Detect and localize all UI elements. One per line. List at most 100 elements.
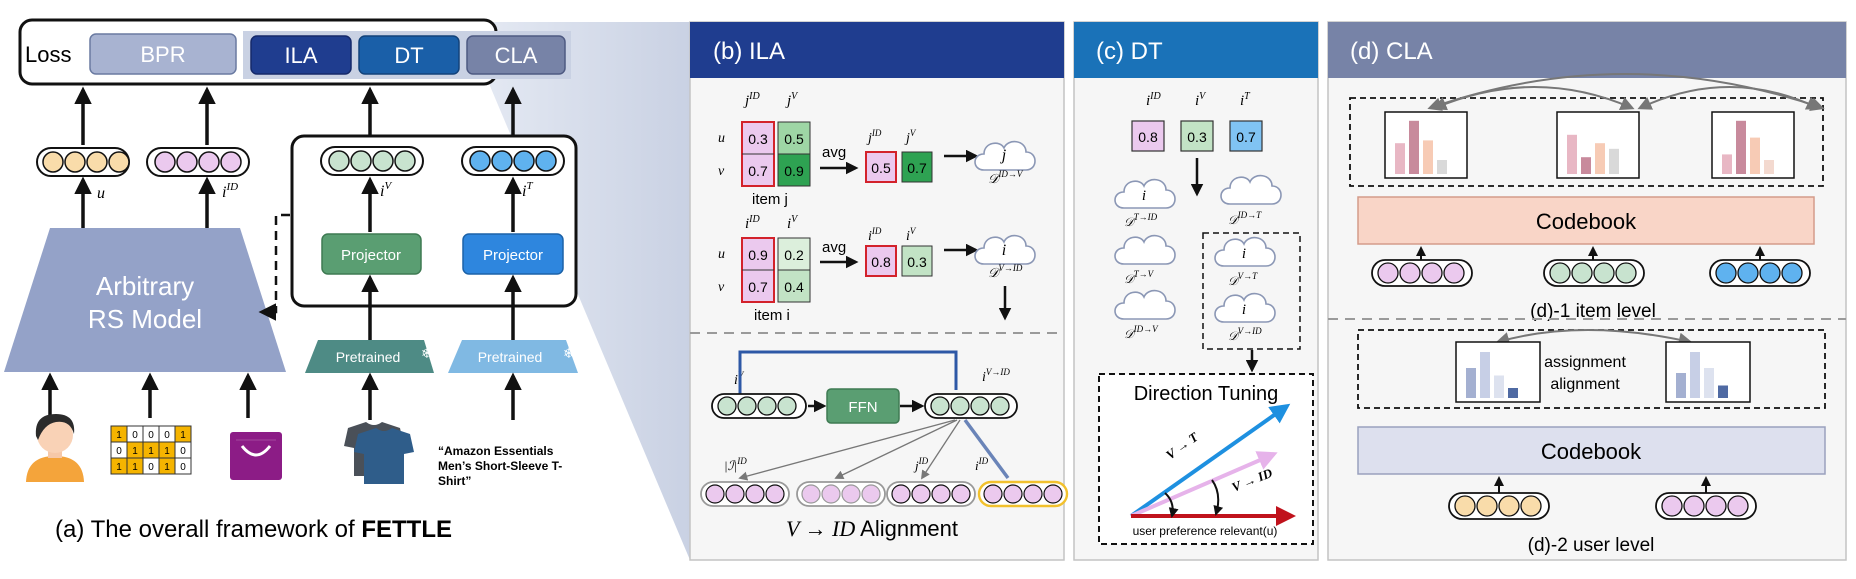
histogram-bar [1750, 137, 1760, 174]
histogram-bar [1437, 160, 1447, 174]
histogram-bar [1609, 148, 1619, 174]
user-level-caption: (d)-2 user level [1528, 535, 1655, 556]
embedding-dot [1421, 262, 1443, 284]
histogram-bar [1722, 154, 1732, 174]
bpr-label: BPR [140, 42, 185, 67]
embedding-dot [745, 484, 765, 504]
matrix-cell-value: 1 [116, 430, 122, 441]
embedding-dot [1593, 262, 1615, 284]
embedding-dot [891, 484, 911, 504]
c-iid-val: 0.8 [1138, 129, 1158, 145]
embedding-dot [801, 484, 821, 504]
item-id-embedding [146, 147, 250, 177]
histogram-bar [1595, 143, 1605, 174]
matrix-cell-value: 0 [164, 430, 170, 441]
embedding-dot [1549, 262, 1571, 284]
embedding-dot [1399, 262, 1421, 284]
item-level-caption: (d)-1 item level [1530, 301, 1656, 322]
embedding-dot [1520, 495, 1542, 517]
pretrained-visual [305, 340, 434, 373]
embedding-dot [1571, 262, 1593, 284]
rs-model-line1: Arbitrary [96, 271, 194, 301]
jid-val-0: 0.3 [748, 131, 768, 147]
candidate-embeddings [700, 480, 1069, 508]
iv-val-0: 0.2 [784, 247, 804, 263]
product-text-1: “Amazon Essentials [438, 444, 554, 458]
codebook-user [1357, 426, 1826, 475]
histogram-bar [1704, 368, 1714, 398]
candidate-embedding [886, 481, 976, 507]
embedding-dot [1377, 262, 1399, 284]
u-label: u [97, 185, 105, 202]
histogram-bar [1480, 352, 1490, 398]
row-u-2: u [718, 247, 725, 262]
pretrained-visual-label: Pretrained [336, 349, 401, 365]
dt-label: DT [394, 43, 423, 68]
iv-label: iV [380, 180, 392, 200]
embedding-dot [931, 484, 951, 504]
embedding-dot [983, 484, 1003, 504]
user-histograms [1455, 341, 1751, 403]
product-text-3: Shirt” [438, 474, 471, 488]
panel-b-title: (b) ILA [713, 38, 785, 65]
avg-i: avg [822, 239, 846, 256]
ffn-label: FFN [848, 399, 877, 416]
iavg-id-val: 0.8 [871, 254, 891, 270]
cla-label: CLA [495, 43, 538, 68]
matrix-cell-value: 0 [180, 462, 186, 473]
panel-c: (c) DT iID iV iT 0.8 0.3 0.7 i 𝒟T→ID 𝒟T→… [1073, 21, 1319, 561]
embedding-dot [1443, 262, 1465, 284]
embedding-dot [841, 484, 861, 504]
avg-j: avg [822, 144, 846, 161]
cand-label-i: iID [975, 456, 989, 473]
histogram-bar [1494, 375, 1504, 398]
iavg-id [865, 245, 897, 277]
pretrained-text-label: Pretrained [478, 349, 543, 365]
embedding-dot [1476, 495, 1498, 517]
ila-loss [250, 35, 352, 75]
embedding-dot [1705, 495, 1727, 517]
jid-val-1: 0.7 [748, 163, 768, 179]
text-embedding [461, 146, 565, 176]
matrix-cell-value: 0 [148, 462, 154, 473]
rs-model [4, 228, 286, 372]
alignment-label: alignment [1550, 376, 1620, 393]
iv-val-1: 0.4 [784, 279, 804, 295]
matrix-cell-value: 1 [132, 462, 138, 473]
rs-model-line2: RS Model [88, 304, 202, 334]
item-i-label: item i [754, 307, 790, 324]
row-v-2: v [718, 280, 725, 295]
matrix-cell-value: 0 [148, 430, 154, 441]
panel-c-header [1074, 22, 1318, 78]
matrix-cell-value: 1 [180, 430, 186, 441]
embedding-dot [1759, 262, 1781, 284]
dist-j-label: 𝒟ID→V [988, 169, 1024, 186]
item-j-label: item j [752, 191, 788, 208]
histogram-bar [1409, 120, 1419, 174]
projector-text-label: Projector [483, 247, 543, 264]
panel-d: (d) CLA Codebook (d)-1 item level assign… [1327, 21, 1847, 561]
javg-v-val: 0.7 [907, 160, 927, 176]
user-preference-label: user preference relevant(u) [1133, 524, 1278, 538]
bpr-loss [89, 33, 237, 75]
user-embedding [36, 147, 130, 177]
candidate-embedding [700, 481, 790, 507]
javg-v [901, 151, 933, 183]
histogram-bar [1581, 157, 1591, 174]
embedding-dot [1683, 495, 1705, 517]
cloud-v-t-letter: i [1242, 246, 1246, 262]
c-iv-box [1180, 120, 1214, 152]
iid-label: iID [222, 181, 238, 201]
matrix-cell-value: 0 [132, 430, 138, 441]
arrow-v-id [1130, 451, 1278, 518]
visual-embedding [320, 146, 424, 176]
pretrained-text [448, 340, 578, 373]
ffn-output-label: iV→ID [982, 367, 1010, 385]
c-iid-box [1131, 120, 1165, 152]
embedding-dot [1715, 262, 1737, 284]
codebook-user-label: Codebook [1541, 439, 1642, 464]
cloud-j-label: j [1000, 147, 1007, 164]
ffn-output-embedding [924, 393, 1018, 419]
matrix-cell-value: 1 [164, 446, 170, 457]
